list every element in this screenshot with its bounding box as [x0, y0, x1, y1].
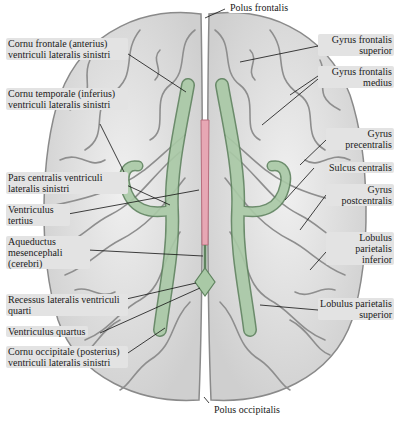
anatomical-label: Cornu occipitale (posterius) ventriculi … [6, 346, 128, 368]
anatomical-label: Gyrus frontalis medius [318, 66, 394, 88]
anatomical-label: Lobulus parietalis superior [318, 298, 394, 320]
leader-lines [68, 9, 326, 403]
anatomical-label: Pars centralis ventriculi lateralis sini… [6, 172, 128, 194]
gyri-sulci [55, 30, 355, 390]
anatomical-label: Lobulus parietalis inferior [326, 232, 394, 265]
anatomical-label: Gyrus frontalis superior [318, 34, 394, 56]
anatomical-label: Ventriculus quartus [6, 326, 88, 337]
anatomical-label: Cornu frontale (anterius) ventriculi lat… [6, 38, 128, 60]
midline-ventricles [195, 120, 215, 296]
anatomical-label: Cornu temporale (inferius) ventriculi la… [6, 88, 128, 110]
anatomical-label: Polus occipitalis [212, 404, 282, 415]
anatomical-label: Aqueductus mesencephali (cerebri) [6, 236, 90, 269]
anatomical-label: Polus frontalis [228, 2, 290, 13]
anatomical-label: Gyrus precentralis [326, 128, 394, 150]
anatomical-label: Gyrus postcentralis [326, 184, 394, 206]
anatomical-label: Recessus lateralis ventriculi quarti [6, 294, 128, 316]
anatomical-label: Ventriculus tertius [6, 204, 70, 226]
anatomical-label: Sulcus centralis [327, 162, 394, 173]
lateral-ventricles [124, 85, 286, 330]
